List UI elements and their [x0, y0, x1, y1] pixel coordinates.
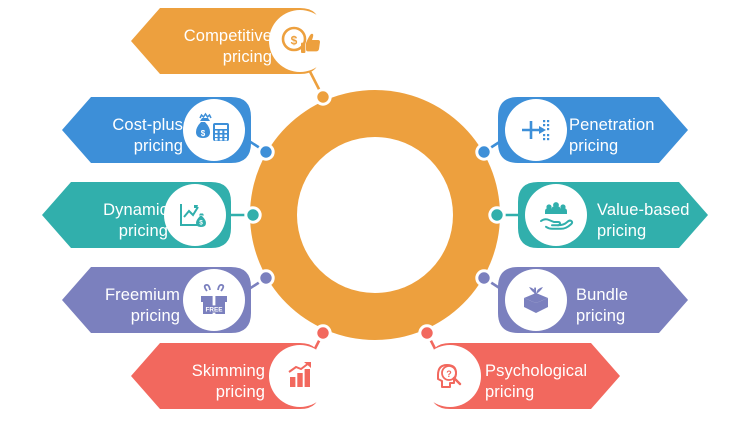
label-freemium-line2: pricing [131, 307, 180, 325]
label-competitive-line2: pricing [223, 48, 272, 66]
banner-shape-skimming[interactable] [131, 343, 320, 409]
label-value-based-line1: Value-based [597, 201, 690, 219]
label-psychological-line1: Psychological [485, 362, 587, 380]
banner-shape-competitive[interactable] [131, 8, 320, 74]
item-psychological[interactable]: Psychological pricing ? [419, 343, 620, 409]
svg-text:$: $ [199, 220, 203, 227]
connector-dots [244, 88, 506, 342]
hand-holding-people-icon [540, 202, 574, 230]
connector-dot-freemium [257, 269, 275, 287]
banner-shape-psychological[interactable] [430, 343, 620, 409]
icon-bubble-value-based [525, 184, 587, 246]
item-value-based[interactable]: Value-based pricing [518, 182, 708, 248]
label-cost-plus-line1: Cost-plus [112, 116, 183, 134]
pricing-hub-ring [250, 90, 500, 340]
rising-bar-chart-arrow-icon [288, 362, 311, 387]
label-skimming-line2: pricing [216, 383, 265, 401]
svg-text:$: $ [291, 34, 298, 48]
connector-dot-skimming [314, 324, 332, 342]
label-bundle-line1: Bundle [576, 286, 628, 304]
money-bag-calculator-icon: $ [196, 112, 229, 141]
item-bundle[interactable]: Bundle pricing [498, 267, 688, 333]
connector-dot-bundle [475, 269, 493, 287]
dollar-coin-thumbs-up-icon: $ [281, 26, 320, 53]
item-dynamic[interactable]: Dynamic pricing $ [42, 182, 231, 248]
item-competitive[interactable]: Competitive pricing $ [131, 8, 331, 74]
icon-bubble-psychological [419, 345, 481, 407]
connector-dot-competitive [314, 88, 332, 106]
connector-dot-cost-plus [257, 143, 275, 161]
label-dynamic-line2: pricing [119, 222, 168, 240]
icon-bubble-dynamic [164, 184, 226, 246]
svg-text:$: $ [201, 129, 206, 138]
line-chart-money-bag-icon: $ [180, 204, 206, 227]
item-skimming[interactable]: Skimming pricing [131, 343, 331, 409]
label-competitive-line1: Competitive [184, 27, 272, 45]
connector-dot-psychological [418, 324, 436, 342]
item-penetration[interactable]: Penetration pricing [498, 97, 688, 163]
label-freemium-line1: Freemium [105, 286, 180, 304]
open-box-icon [524, 287, 548, 313]
label-bundle-line2: pricing [576, 307, 625, 325]
item-cost-plus[interactable]: Cost-plus pricing $ [62, 97, 251, 163]
arrow-through-barrier-icon [522, 120, 550, 141]
label-dynamic-line1: Dynamic [103, 201, 168, 219]
connector-dot-penetration [475, 143, 493, 161]
svg-text:FREE: FREE [205, 307, 223, 314]
item-freemium[interactable]: Freemium pricing FREE FREE [62, 267, 251, 333]
label-penetration-line2: pricing [569, 137, 618, 155]
connector-dot-dynamic [244, 206, 262, 224]
label-psychological-line2: pricing [485, 383, 534, 401]
label-skimming-line1: Skimming [192, 362, 265, 380]
icon-bubble-competitive [269, 10, 331, 72]
svg-text:?: ? [446, 369, 452, 379]
label-penetration-line1: Penetration [569, 116, 655, 134]
label-value-based-line2: pricing [597, 222, 646, 240]
connector-dot-value-based [488, 206, 506, 224]
label-cost-plus-line2: pricing [134, 137, 183, 155]
gift-box-free-icon: FREE FREE [201, 283, 227, 314]
head-question-magnifier-icon: ? [437, 364, 462, 388]
